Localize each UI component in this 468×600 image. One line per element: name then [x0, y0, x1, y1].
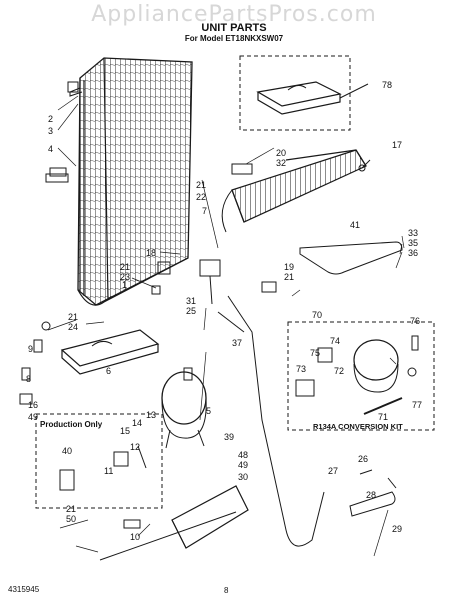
production-only-label: Production Only — [40, 420, 103, 429]
callout-24: 24 — [68, 322, 78, 332]
watermark-text: AppliancePartsPros.com — [91, 2, 377, 27]
callout-70: 70 — [312, 310, 322, 320]
callout-76: 76 — [410, 316, 420, 326]
callout-30: 30 — [238, 472, 248, 482]
callout-72: 72 — [334, 366, 344, 376]
callout-78: 78 — [382, 80, 392, 90]
conversion-kit-inset — [287, 321, 435, 431]
callout-14: 14 — [132, 418, 142, 428]
callout-77: 77 — [412, 400, 422, 410]
conversion-kit-label: R134A CONVERSION KIT — [313, 422, 403, 431]
callout-71: 71 — [378, 412, 388, 422]
callout-21: 21 — [196, 180, 206, 190]
callout-12: 12 — [130, 442, 140, 452]
page-number: 8 — [224, 586, 229, 595]
callout-15: 15 — [120, 426, 130, 436]
drain-pan — [60, 329, 160, 375]
drain-pan-top-inset — [239, 55, 369, 131]
callout-17: 17 — [392, 140, 402, 150]
callout-32: 32 — [276, 158, 286, 168]
callout-31: 31 — [186, 296, 196, 306]
relay-part — [151, 261, 171, 295]
callout-74: 74 — [330, 336, 340, 346]
callout-23: 23 — [120, 272, 130, 282]
grommet-left — [19, 321, 51, 405]
diagram-code: 4315945 — [8, 585, 40, 594]
callout-20: 20 — [276, 148, 286, 158]
callout-18: 18 — [146, 248, 156, 258]
callout-35: 35 — [408, 238, 418, 248]
callout-75: 75 — [310, 348, 320, 358]
callout-33: 33 — [408, 228, 418, 238]
bolt-part-19 — [261, 281, 277, 293]
callout-49: 49 — [238, 460, 248, 470]
callout-49: 49 — [28, 412, 38, 422]
callout-22: 22 — [196, 192, 206, 202]
clamp-part — [45, 167, 69, 183]
callout-21: 21 — [284, 272, 294, 282]
callout-21: 21 — [120, 262, 130, 272]
callout-6: 6 — [106, 366, 111, 376]
condenser-coil — [69, 57, 193, 306]
callout-10: 10 — [130, 532, 140, 542]
callout-39: 39 — [224, 432, 234, 442]
bracket-part — [199, 259, 221, 305]
leader-lines — [47, 95, 405, 557]
callout-50: 50 — [66, 514, 76, 524]
callout-5: 5 — [206, 406, 211, 416]
compressor — [161, 367, 207, 449]
callout-2: 2 — [48, 114, 53, 124]
callout-48: 48 — [238, 450, 248, 460]
screw-part-17 — [358, 159, 371, 172]
callout-37: 37 — [232, 338, 242, 348]
production-only-inset — [35, 413, 163, 509]
callout-16: 16 — [28, 400, 38, 410]
callout-1: 1 — [122, 280, 127, 290]
callout-26: 26 — [358, 454, 368, 464]
refrigerant-tubing — [99, 295, 325, 561]
callout-8: 8 — [26, 374, 31, 384]
callout-19: 19 — [284, 262, 294, 272]
base-plate — [123, 485, 249, 549]
callout-11: 11 — [104, 466, 113, 476]
callout-21: 21 — [66, 504, 76, 514]
evaporator-coil — [221, 149, 367, 233]
callout-7: 7 — [202, 206, 207, 216]
callout-40: 40 — [62, 446, 72, 456]
grommet-part — [67, 81, 79, 93]
callout-13: 13 — [146, 410, 156, 420]
callout-27: 27 — [328, 466, 338, 476]
callout-41: 41 — [350, 220, 360, 230]
callout-4: 4 — [48, 144, 53, 154]
callout-21: 21 — [68, 312, 78, 322]
callout-3: 3 — [48, 126, 53, 136]
callout-28: 28 — [366, 490, 376, 500]
heat-exchanger — [349, 469, 397, 517]
condenser-tube — [299, 241, 403, 275]
diagram-title: UNIT PARTS — [201, 22, 267, 34]
callout-labels: 1 2 3 4 5 6 7 8 9 10 11 12 13 14 15 16 1… — [26, 80, 422, 542]
model-subtitle: For Model ET18NKXSW07 — [184, 34, 284, 43]
callout-73: 73 — [296, 364, 306, 374]
callout-9: 9 — [28, 344, 33, 354]
drier-part — [231, 163, 253, 175]
callout-25: 25 — [186, 306, 196, 316]
callout-29: 29 — [392, 524, 402, 534]
callout-36: 36 — [408, 248, 418, 258]
